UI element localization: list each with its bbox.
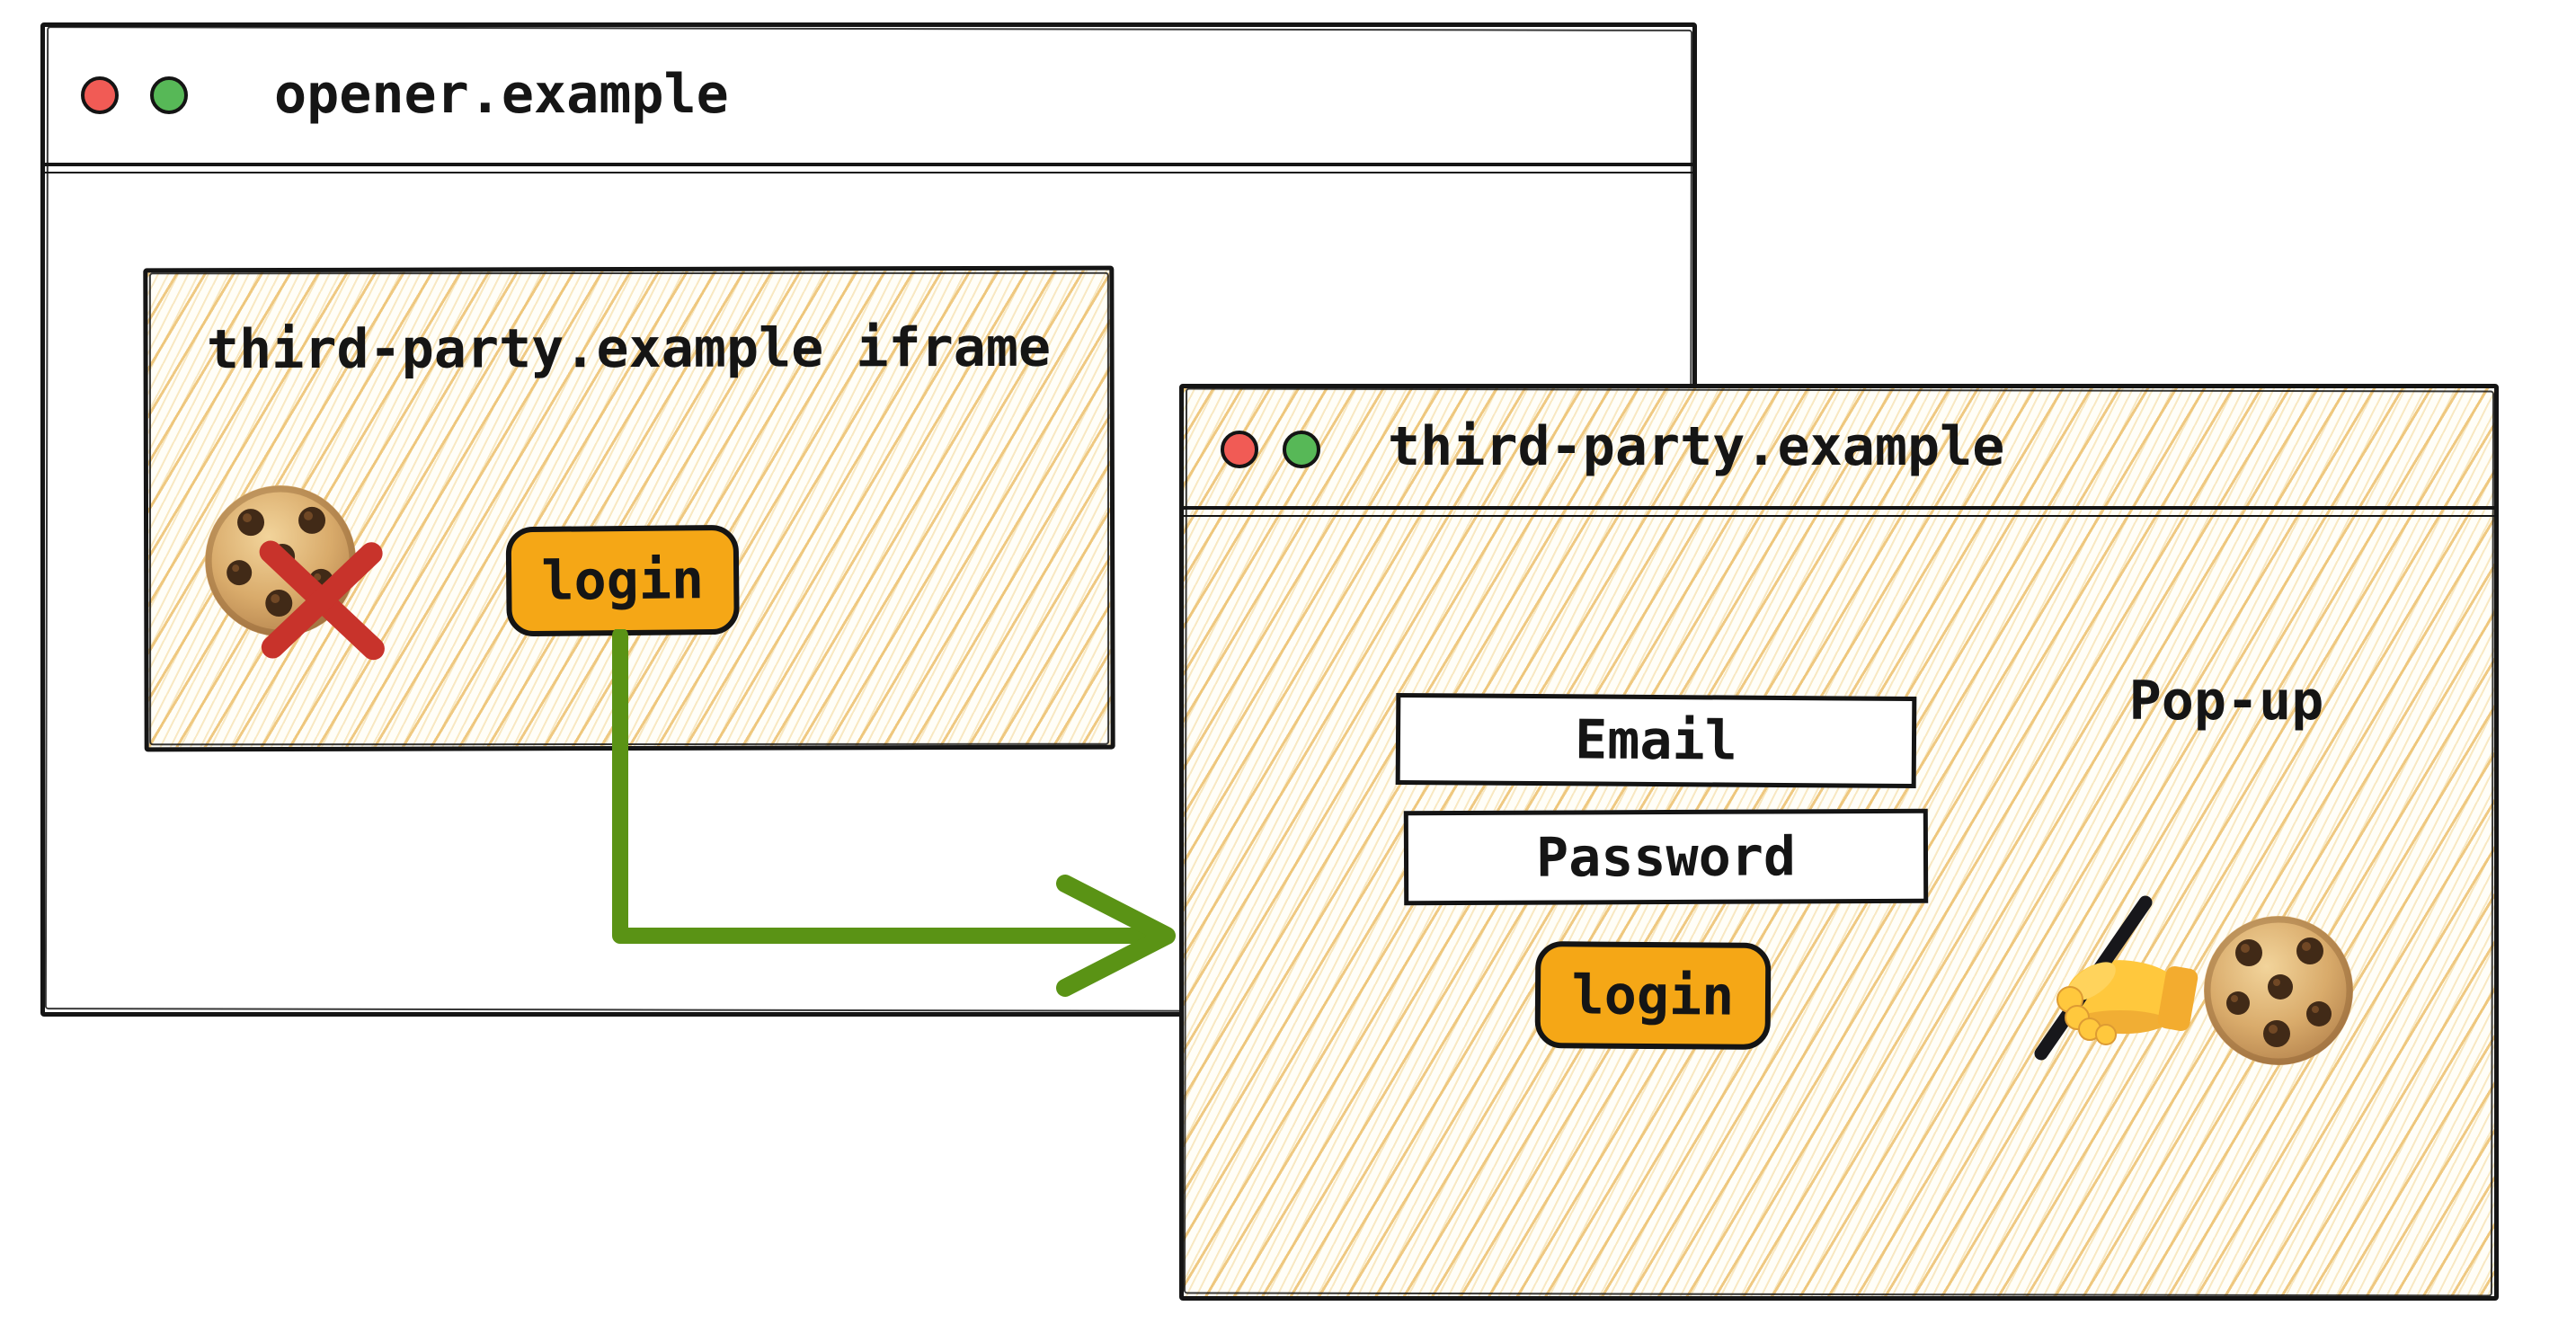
traffic-light-red-icon[interactable] (81, 76, 119, 114)
third-party-iframe: third-party.example iframe (143, 265, 1115, 752)
titlebar-divider-echo (1184, 515, 2494, 517)
titlebar-divider-echo (45, 172, 1692, 173)
traffic-light-green-icon[interactable] (150, 76, 188, 114)
popup-login-button[interactable]: login (1534, 941, 1772, 1050)
blocked-cross-icon (259, 540, 385, 661)
popup-window-title: third-party.example (1388, 415, 2005, 478)
popup-window: third-party.example Pop-up Email Passwor… (1179, 384, 2499, 1301)
popup-label: Pop-up (2128, 670, 2324, 733)
cookie-icon (2204, 916, 2353, 1065)
opener-titlebar: opener.example (45, 27, 1692, 166)
opener-window-title: opener.example (274, 63, 729, 126)
popup-titlebar: third-party.example (1184, 388, 2494, 510)
writing-hand-icon (2034, 895, 2198, 1061)
blocked-cookie-icon (205, 485, 385, 661)
iframe-label: third-party.example iframe (206, 315, 1052, 382)
email-field[interactable]: Email (1395, 692, 1917, 789)
arrow-head (1056, 875, 1176, 997)
traffic-light-red-icon[interactable] (1221, 431, 1258, 468)
traffic-light-green-icon[interactable] (1283, 431, 1320, 468)
login-popup-arrow (612, 629, 1176, 997)
iframe-login-button[interactable]: login (505, 524, 740, 637)
password-field[interactable]: Password (1403, 808, 1929, 906)
